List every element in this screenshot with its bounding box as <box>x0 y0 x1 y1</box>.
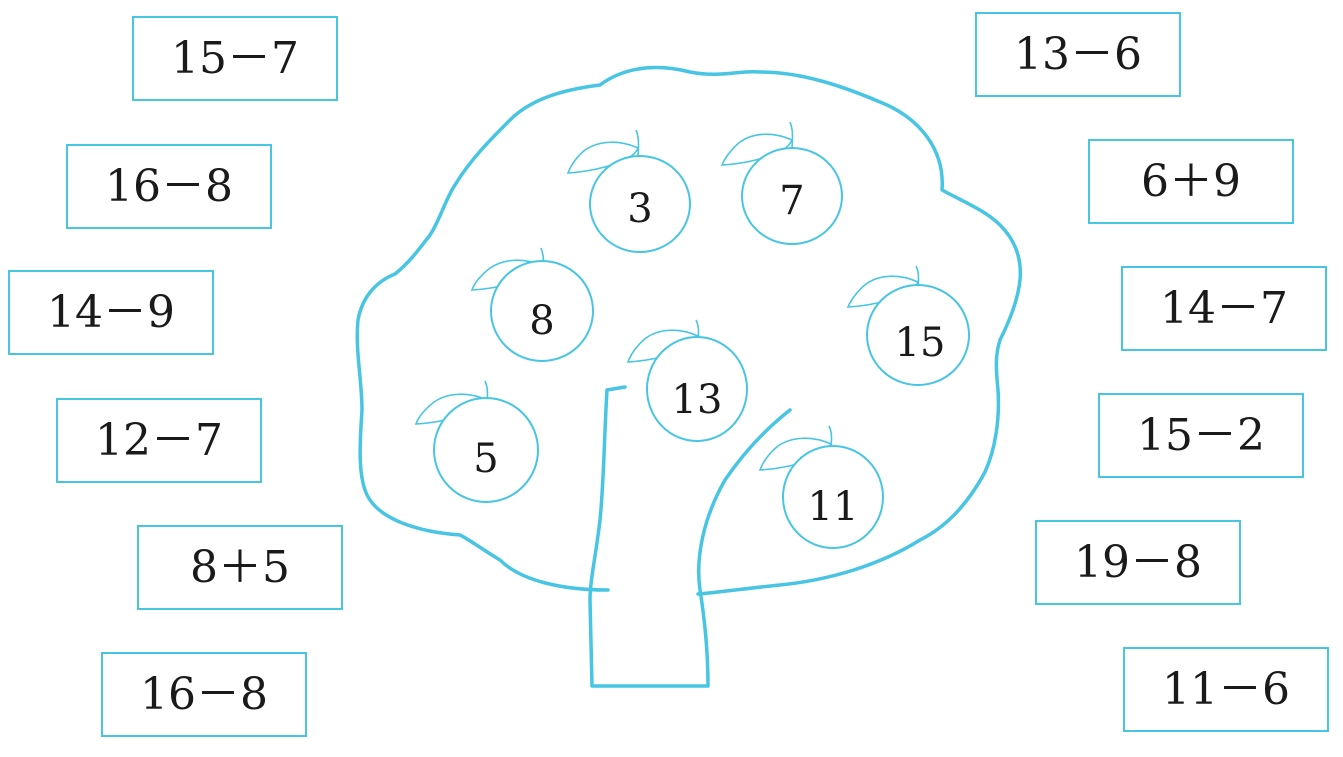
apple-1: 3 <box>566 129 691 253</box>
tree-trunk <box>588 385 792 688</box>
apple-number: 5 <box>473 436 498 482</box>
card-8-plus-5: 8＋5 <box>137 525 343 610</box>
apple-3: 8 <box>470 247 594 362</box>
apple-7: 11 <box>758 425 884 549</box>
card-16-minus-8-top: 16－8 <box>66 144 272 229</box>
card-16-minus-8-bottom: 16－8 <box>101 652 307 737</box>
tree-canopy <box>355 65 1023 596</box>
apple-number: 7 <box>779 178 804 224</box>
card-13-minus-6: 13－6 <box>975 12 1181 97</box>
card-14-minus-9: 14－9 <box>8 270 214 355</box>
apple-number: 11 <box>808 484 859 530</box>
apple-number: 3 <box>627 186 652 232</box>
apple-number: 13 <box>672 377 723 423</box>
apple-5: 13 <box>626 319 748 442</box>
apple-4: 15 <box>846 265 970 386</box>
card-6-plus-9: 6＋9 <box>1088 139 1294 224</box>
card-15-minus-7: 15－7 <box>132 16 338 101</box>
apple-6: 5 <box>414 380 539 503</box>
apple-number: 15 <box>895 320 946 366</box>
card-15-minus-2: 15－2 <box>1098 393 1304 478</box>
card-12-minus-7: 12－7 <box>56 398 262 483</box>
apple-2: 7 <box>720 121 843 245</box>
card-19-minus-8: 19－8 <box>1035 520 1241 605</box>
apple-number: 8 <box>529 298 554 344</box>
card-11-minus-6: 11－6 <box>1123 647 1329 732</box>
card-14-minus-7: 14－7 <box>1121 266 1327 351</box>
